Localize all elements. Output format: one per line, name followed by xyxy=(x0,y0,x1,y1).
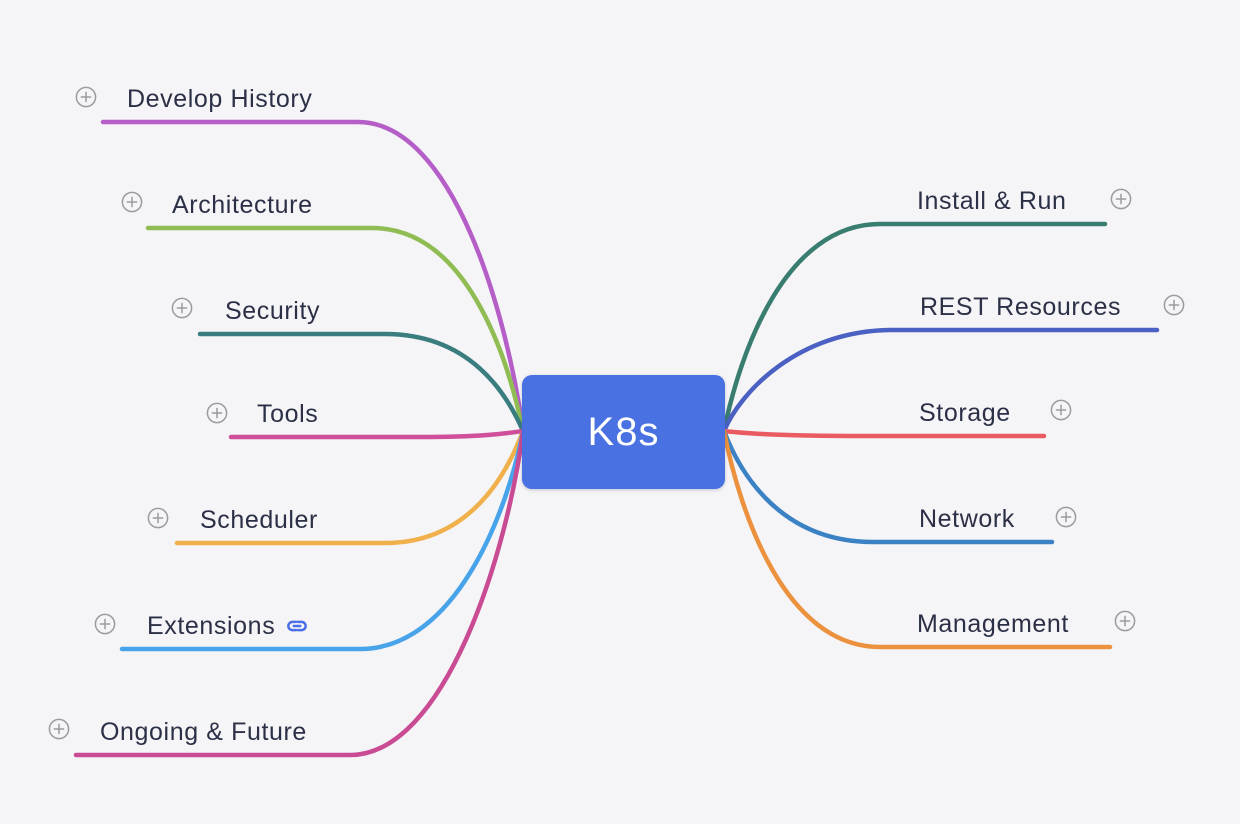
topic-label-text: Architecture xyxy=(172,190,313,219)
branch-line-storage xyxy=(721,428,1047,439)
topic-develop-history[interactable]: Develop History xyxy=(127,82,312,116)
topic-label-text: Security xyxy=(225,296,321,325)
topic-scheduler[interactable]: Scheduler xyxy=(200,503,318,537)
topic-label-text: Ongoing & Future xyxy=(100,717,307,746)
branch-line-develop-history xyxy=(100,119,526,434)
topic-ongoing-future[interactable]: Ongoing & Future xyxy=(100,715,307,749)
plus-circle-icon xyxy=(1163,294,1185,316)
expand-button-tools[interactable] xyxy=(206,402,228,424)
topic-label-text: REST Resources xyxy=(920,292,1122,321)
branch-line-tools xyxy=(228,428,526,440)
expand-button-develop-history[interactable] xyxy=(75,86,97,108)
expand-button-rest-resources[interactable] xyxy=(1163,294,1185,316)
topic-storage[interactable]: Storage xyxy=(919,396,1011,430)
plus-circle-icon xyxy=(121,191,143,213)
topic-architecture[interactable]: Architecture xyxy=(172,188,313,222)
topic-label-text: Develop History xyxy=(127,84,313,113)
plus-circle-icon xyxy=(147,507,169,529)
plus-circle-icon xyxy=(1050,399,1072,421)
expand-button-scheduler[interactable] xyxy=(147,507,169,529)
branch-line-ongoing-future xyxy=(73,428,526,758)
topic-management[interactable]: Management xyxy=(917,607,1069,641)
expand-button-management[interactable] xyxy=(1114,610,1136,632)
plus-circle-icon xyxy=(206,402,228,424)
topic-label-text: Extensions xyxy=(147,611,276,640)
plus-circle-icon xyxy=(48,718,70,740)
topic-label-text: Scheduler xyxy=(200,505,318,534)
topic-security[interactable]: Security xyxy=(225,294,320,328)
topic-label-text: Tools xyxy=(257,399,319,428)
topic-install-run[interactable]: Install & Run xyxy=(917,184,1067,218)
plus-circle-icon xyxy=(1114,610,1136,632)
link-icon xyxy=(287,620,308,632)
expand-button-architecture[interactable] xyxy=(121,191,143,213)
expand-button-install-run[interactable] xyxy=(1110,188,1132,210)
expand-button-extensions[interactable] xyxy=(94,613,116,635)
plus-circle-icon xyxy=(75,86,97,108)
expand-button-storage[interactable] xyxy=(1050,399,1072,421)
topic-label-text: Management xyxy=(917,609,1069,638)
topic-network[interactable]: Network xyxy=(919,502,1015,536)
branch-line-architecture xyxy=(145,225,526,434)
expand-button-network[interactable] xyxy=(1055,506,1077,528)
root-topic-label: K8s xyxy=(587,409,660,454)
topic-rest-resources[interactable]: REST Resources xyxy=(920,290,1121,324)
plus-circle-icon xyxy=(171,297,193,319)
expand-button-ongoing-future[interactable] xyxy=(48,718,70,740)
topic-label-text: Storage xyxy=(919,398,1011,427)
expand-button-security[interactable] xyxy=(171,297,193,319)
topic-label-text: Install & Run xyxy=(917,186,1067,215)
topic-extensions[interactable]: Extensions xyxy=(147,609,310,643)
topic-label-text: Network xyxy=(919,504,1015,533)
plus-circle-icon xyxy=(1110,188,1132,210)
hyperlink-button-extensions[interactable] xyxy=(284,613,310,639)
topic-tools[interactable]: Tools xyxy=(257,397,318,431)
plus-circle-icon xyxy=(1055,506,1077,528)
plus-circle-icon xyxy=(94,613,116,635)
branch-line-security xyxy=(197,331,526,434)
root-topic[interactable]: K8s xyxy=(522,375,725,489)
branch-line-install-run xyxy=(721,221,1108,434)
